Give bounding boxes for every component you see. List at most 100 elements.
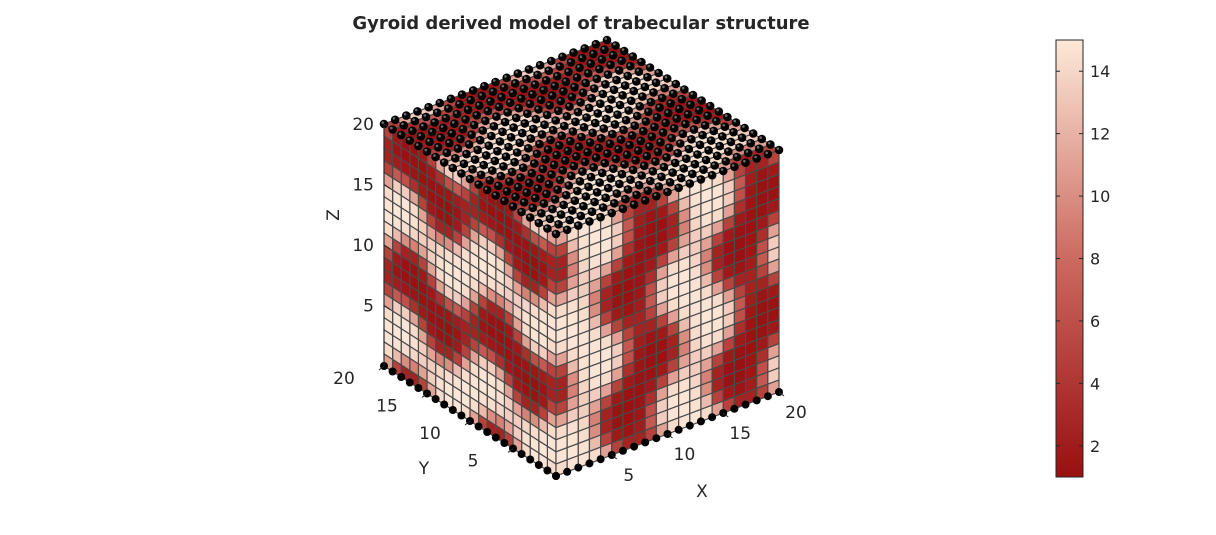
top-node: [593, 109, 603, 118]
top-node: [479, 160, 489, 170]
top-node: [526, 134, 536, 143]
top-node-highlight: [494, 148, 498, 152]
bottom-x-edge-node: [563, 467, 572, 476]
top-node-highlight: [642, 197, 646, 201]
top-node-highlight: [608, 62, 611, 65]
y-axis-label: Y: [418, 459, 430, 479]
top-node: [608, 50, 618, 60]
top-node-highlight: [630, 167, 634, 170]
top-node-highlight: [601, 125, 604, 129]
top-node-highlight: [560, 167, 563, 171]
top-node: [430, 118, 439, 127]
top-node-highlight: [495, 183, 499, 186]
top-node: [623, 71, 632, 81]
top-node-highlight: [491, 123, 495, 127]
top-node-highlight: [492, 158, 495, 161]
top-node: [563, 146, 573, 156]
top-node: [408, 126, 417, 136]
x-tick-label: 5: [623, 466, 634, 486]
top-node: [668, 89, 678, 98]
top-node: [696, 175, 706, 184]
top-node: [609, 164, 618, 173]
top-node: [654, 68, 663, 78]
top-node-highlight: [621, 48, 625, 51]
top-node: [658, 128, 668, 137]
top-node-highlight: [480, 127, 483, 131]
top-node-highlight: [541, 87, 544, 90]
top-node-highlight: [609, 131, 613, 134]
top-node-highlight: [602, 81, 606, 85]
top-node: [613, 110, 622, 119]
top-node: [474, 180, 483, 189]
top-node-highlight: [707, 103, 711, 106]
top-node: [432, 108, 442, 117]
top-node: [424, 102, 433, 112]
top-node-highlight: [616, 67, 620, 71]
top-node: [657, 172, 666, 182]
top-node-highlight: [767, 141, 771, 145]
top-node-highlight: [734, 154, 738, 157]
top-node: [523, 109, 532, 118]
top-node-highlight: [423, 114, 427, 117]
top-node-highlight: [390, 126, 393, 130]
top-node-highlight: [630, 53, 633, 57]
top-node-highlight: [548, 137, 551, 140]
top-node: [612, 75, 621, 85]
top-node: [640, 196, 650, 205]
top-node: [516, 173, 525, 182]
top-node-highlight: [669, 135, 672, 138]
top-node-highlight: [709, 172, 713, 176]
bottom-y-edge-node: [526, 455, 535, 464]
top-node-highlight: [449, 130, 452, 134]
top-node: [567, 171, 576, 181]
top-node: [560, 156, 570, 165]
top-node: [472, 111, 482, 120]
top-node: [512, 148, 522, 157]
top-node-highlight: [756, 146, 760, 149]
top-node-highlight: [703, 157, 707, 160]
top-node-highlight: [514, 149, 518, 153]
top-node-highlight: [572, 198, 575, 201]
top-node-highlight: [510, 203, 514, 207]
top-node-highlight: [640, 128, 644, 132]
top-node: [673, 148, 682, 158]
top-node: [577, 53, 587, 63]
top-node-highlight: [560, 88, 564, 92]
top-node: [585, 217, 594, 226]
top-node-highlight: [702, 122, 706, 126]
bottom-x-edge-node: [585, 459, 594, 468]
top-node: [645, 142, 654, 151]
top-node: [646, 97, 656, 107]
top-node-highlight: [647, 64, 651, 68]
top-node: [511, 192, 520, 202]
top-node: [629, 86, 639, 96]
bottom-x-edge-node: [596, 455, 605, 464]
top-node-highlight: [599, 170, 603, 173]
top-node-highlight: [579, 168, 583, 172]
top-node-highlight: [651, 89, 654, 93]
top-node-highlight: [474, 112, 477, 116]
top-node: [476, 170, 486, 180]
top-node-highlight: [645, 188, 648, 191]
top-node: [518, 163, 528, 172]
top-node-highlight: [513, 115, 517, 118]
top-node: [534, 105, 543, 114]
top-node: [637, 57, 646, 67]
top-node-highlight: [776, 147, 780, 150]
top-node-highlight: [454, 111, 458, 114]
top-node: [763, 149, 773, 159]
top-node: [598, 203, 608, 212]
bottom-x-edge-node: [630, 442, 639, 451]
top-node: [555, 175, 565, 185]
top-node: [624, 106, 633, 115]
top-node-highlight: [634, 113, 638, 116]
top-node: [692, 115, 701, 125]
top-node-highlight: [612, 121, 616, 125]
top-node-highlight: [499, 94, 502, 98]
x-tick-label: 20: [785, 403, 807, 423]
top-node-highlight: [586, 218, 590, 222]
top-node-highlight: [553, 117, 556, 121]
top-node-highlight: [666, 145, 670, 148]
top-node-highlight: [742, 125, 745, 128]
top-node: [469, 120, 479, 130]
